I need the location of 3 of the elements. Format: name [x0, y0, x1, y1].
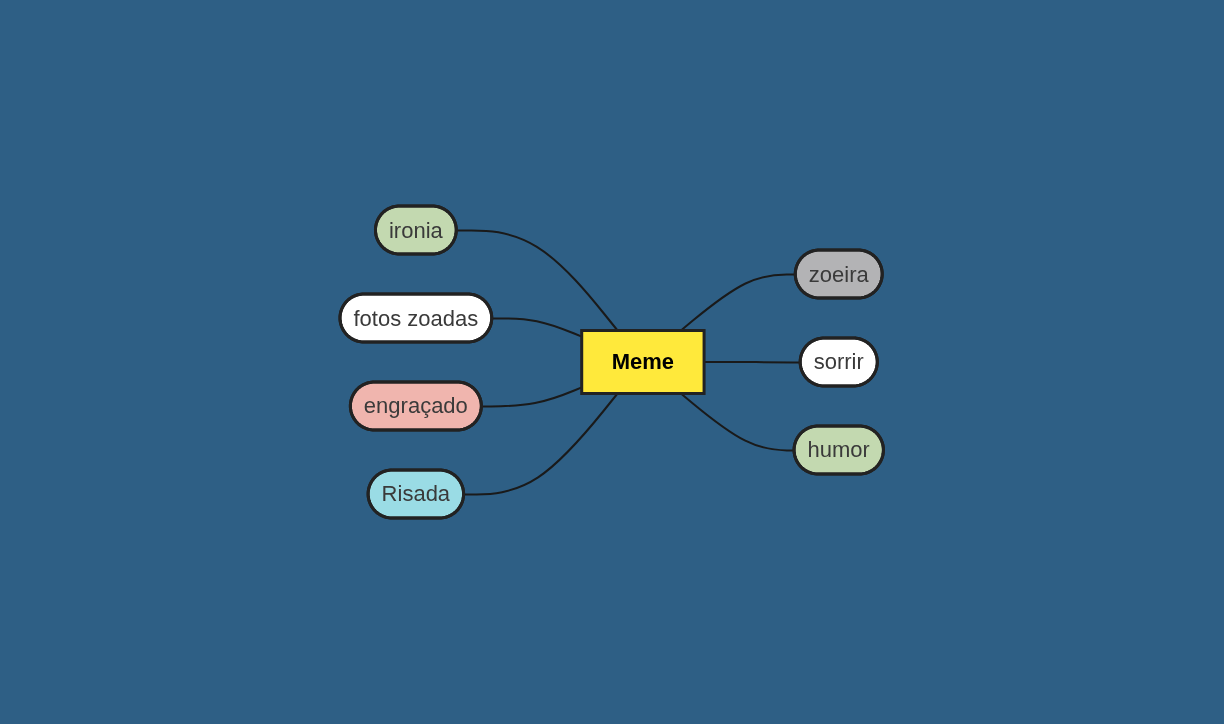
connector — [481, 386, 583, 408]
connector — [491, 317, 583, 338]
node-box: Meme — [580, 329, 706, 395]
